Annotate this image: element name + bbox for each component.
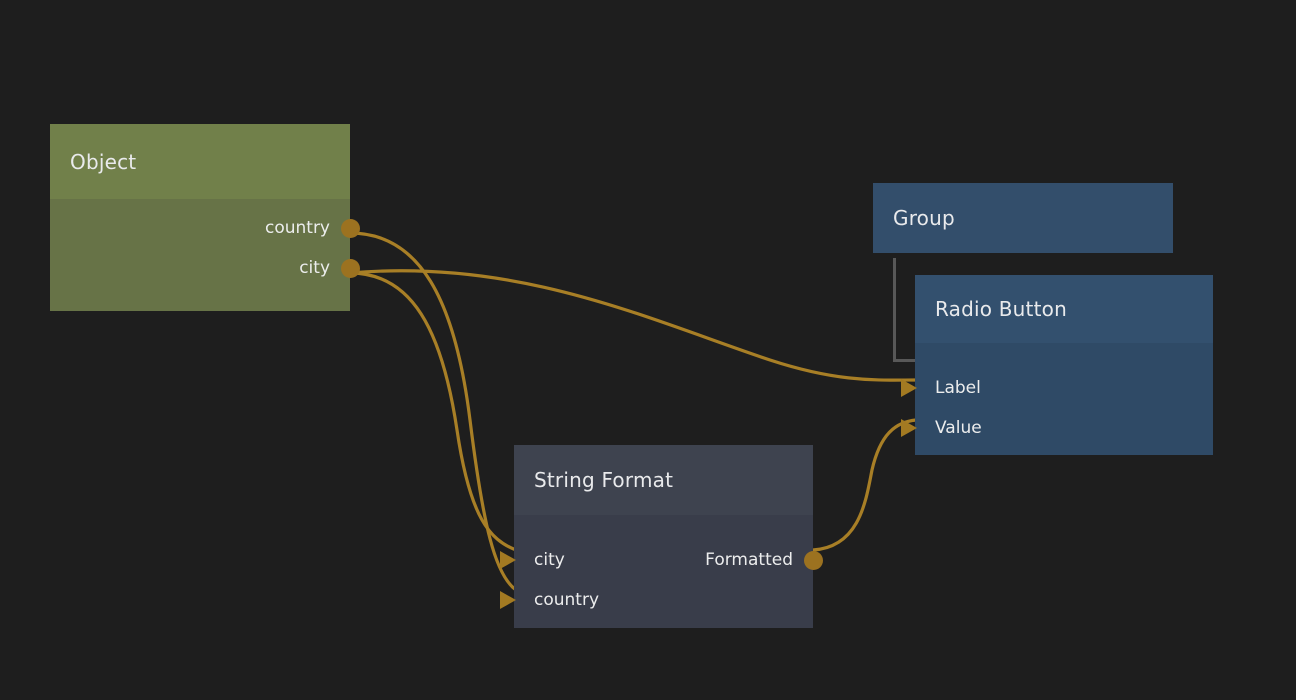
input-arrow-icon[interactable] — [901, 419, 917, 437]
port-row-strfmt-city-formatted[interactable]: city Formatted — [500, 540, 823, 580]
edge-strfmt-formatted-to-radio-value[interactable] — [811, 418, 918, 552]
port-label-country: country — [534, 589, 600, 610]
port-label-country: country — [264, 217, 330, 238]
node-string-format[interactable]: String Format city Formatted country — [500, 445, 823, 628]
node-object-header[interactable]: Object — [50, 124, 350, 199]
node-group[interactable]: Group — [873, 183, 1173, 253]
node-object-title: Object — [70, 149, 137, 174]
node-group-title: Group — [893, 206, 955, 230]
group-to-radio-bracket — [893, 258, 915, 362]
output-dot-icon[interactable] — [340, 218, 360, 238]
node-string-format-title: String Format — [534, 468, 674, 492]
node-radio-button[interactable]: Radio Button Label Value — [901, 275, 1213, 455]
port-label-value: Value — [935, 417, 982, 438]
spacer — [915, 343, 1213, 368]
node-group-header[interactable]: Group — [873, 183, 1173, 253]
node-radio-button-title: Radio Button — [935, 297, 1067, 321]
spacer — [514, 515, 813, 540]
port-row-object-country[interactable]: country — [50, 208, 360, 248]
port-label-city: city — [534, 549, 565, 570]
port-row-radio-label[interactable]: Label — [901, 368, 1213, 408]
input-arrow-icon[interactable] — [500, 551, 516, 569]
node-string-format-header[interactable]: String Format — [514, 445, 813, 515]
spacer — [50, 199, 350, 208]
edge-object-country-to-strfmt-country[interactable] — [348, 231, 518, 592]
port-label-label: Label — [935, 377, 981, 398]
output-dot-icon[interactable] — [340, 258, 360, 278]
node-object-body: country city — [50, 199, 360, 311]
port-row-strfmt-country[interactable]: country — [500, 580, 813, 620]
port-row-radio-value[interactable]: Value — [901, 408, 1213, 448]
edge-object-city-to-radio-label[interactable] — [348, 269, 918, 382]
port-label-city: city — [299, 257, 330, 278]
node-radio-button-body: Label Value — [901, 343, 1213, 455]
node-string-format-body: city Formatted country — [500, 515, 823, 628]
port-row-object-city[interactable]: city — [50, 248, 360, 288]
input-arrow-icon[interactable] — [500, 591, 516, 609]
node-radio-button-header[interactable]: Radio Button — [915, 275, 1213, 343]
node-object[interactable]: Object country city — [50, 124, 360, 311]
edge-object-city-to-strfmt-city[interactable] — [348, 271, 518, 552]
port-label-formatted: Formatted — [705, 549, 793, 570]
input-arrow-icon[interactable] — [901, 379, 917, 397]
output-dot-icon[interactable] — [803, 550, 823, 570]
